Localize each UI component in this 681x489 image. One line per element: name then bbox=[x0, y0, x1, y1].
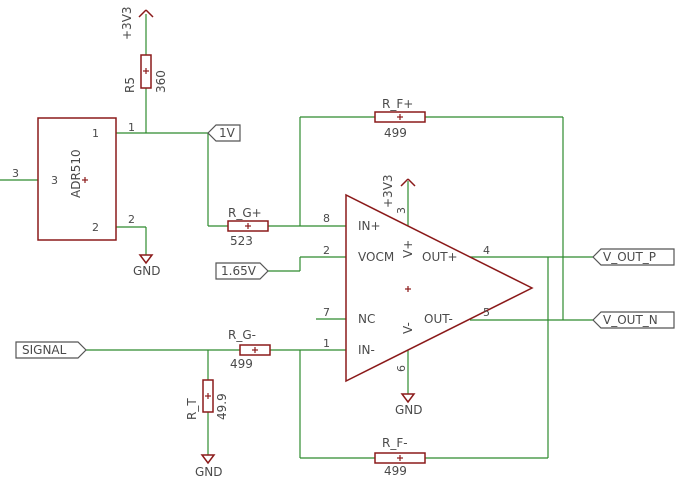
rf-plus-ref: R_F+ bbox=[382, 97, 413, 111]
opamp-vplus: V+ bbox=[401, 240, 415, 258]
opamp-pin2: 2 bbox=[323, 244, 330, 257]
supply-3v3-label: +3V3 bbox=[120, 6, 134, 40]
r5-ref: R5 bbox=[123, 77, 137, 93]
opamp-pin8: 8 bbox=[323, 212, 330, 225]
opamp-pin3: 3 bbox=[395, 207, 408, 214]
rt-value: 49.9 bbox=[215, 393, 229, 420]
net-tag-v-out-n[interactable]: V_OUT_N bbox=[592, 311, 675, 329]
rf-plus-value: 499 bbox=[384, 126, 407, 140]
rt-ref: R_T bbox=[185, 398, 199, 420]
resistor-rf-plus[interactable]: R_F+ 499 bbox=[374, 97, 426, 140]
opamp-pin5: 5 bbox=[483, 306, 490, 319]
rg-plus-value: 523 bbox=[230, 234, 253, 248]
gnd-adr-label: GND bbox=[133, 264, 161, 278]
resistor-r5[interactable]: R5 360 bbox=[123, 54, 168, 93]
supply-3v3-top: +3V3 bbox=[120, 6, 154, 40]
adr-pin1-num: 1 bbox=[128, 121, 135, 134]
gnd-opamp-label: GND bbox=[395, 403, 423, 417]
opamp-out-plus: OUT+ bbox=[422, 250, 458, 264]
resistor-rg-plus[interactable]: R_G+ 523 bbox=[227, 206, 269, 248]
gnd-adr: GND bbox=[133, 254, 161, 278]
rg-plus-ref: R_G+ bbox=[228, 206, 262, 220]
net-tag-1v[interactable]: 1V bbox=[207, 124, 241, 142]
resistor-rt[interactable]: R_T 49.9 bbox=[185, 379, 229, 420]
opamp-out-minus: OUT- bbox=[424, 312, 453, 326]
rf-minus-ref: R_F- bbox=[382, 436, 408, 450]
r5-value: 360 bbox=[154, 70, 168, 93]
opamp-in-minus: IN- bbox=[358, 343, 375, 357]
opamp-vocm: VOCM bbox=[358, 250, 394, 264]
net-1v-label: 1V bbox=[219, 126, 236, 140]
opamp-vminus: V- bbox=[401, 322, 415, 334]
net-tag-v-out-p[interactable]: V_OUT_P bbox=[592, 248, 675, 266]
rg-minus-value: 499 bbox=[230, 357, 253, 371]
net-v-out-p-label: V_OUT_P bbox=[603, 250, 656, 264]
adr-pin1-inside: 1 bbox=[92, 127, 99, 140]
net-v-out-n-label: V_OUT_N bbox=[603, 313, 658, 327]
opamp-in-plus: IN+ bbox=[358, 219, 381, 233]
resistor-rf-minus[interactable]: R_F- 499 bbox=[374, 436, 426, 478]
adr-ext-pin-label: 3 bbox=[12, 167, 19, 180]
gnd-rt: GND bbox=[195, 454, 223, 479]
opamp-pin4: 4 bbox=[483, 244, 490, 257]
diff-amplifier[interactable]: +3V3 3 8 2 7 1 4 5 6 IN+ VOCM NC IN- V+ … bbox=[323, 174, 534, 383]
opamp-nc: NC bbox=[358, 312, 375, 326]
resistor-rg-minus[interactable]: R_G- 499 bbox=[228, 328, 271, 371]
net-tag-signal[interactable]: SIGNAL bbox=[15, 341, 87, 359]
net-tag-1-65v[interactable]: 1.65V bbox=[215, 262, 269, 280]
ic-adr510[interactable]: ADR510 3 1 2 1 2 3 bbox=[12, 117, 135, 241]
adr-ref: ADR510 bbox=[69, 149, 83, 198]
rg-minus-ref: R_G- bbox=[228, 328, 256, 342]
opamp-pin1: 1 bbox=[323, 337, 330, 350]
opamp-pin7: 7 bbox=[323, 306, 330, 319]
net-signal-label: SIGNAL bbox=[22, 343, 67, 357]
rf-minus-value: 499 bbox=[384, 464, 407, 478]
adr-pin3-inside: 3 bbox=[51, 174, 58, 187]
adr-pin2-inside: 2 bbox=[92, 221, 99, 234]
gnd-rt-label: GND bbox=[195, 465, 223, 479]
adr-pin2-num: 2 bbox=[128, 213, 135, 226]
net-1-65v-label: 1.65V bbox=[221, 264, 257, 278]
opamp-supply-label: +3V3 bbox=[381, 174, 395, 208]
wires bbox=[0, 14, 593, 459]
opamp-pin6: 6 bbox=[395, 365, 408, 372]
gnd-opamp: GND bbox=[395, 393, 423, 417]
